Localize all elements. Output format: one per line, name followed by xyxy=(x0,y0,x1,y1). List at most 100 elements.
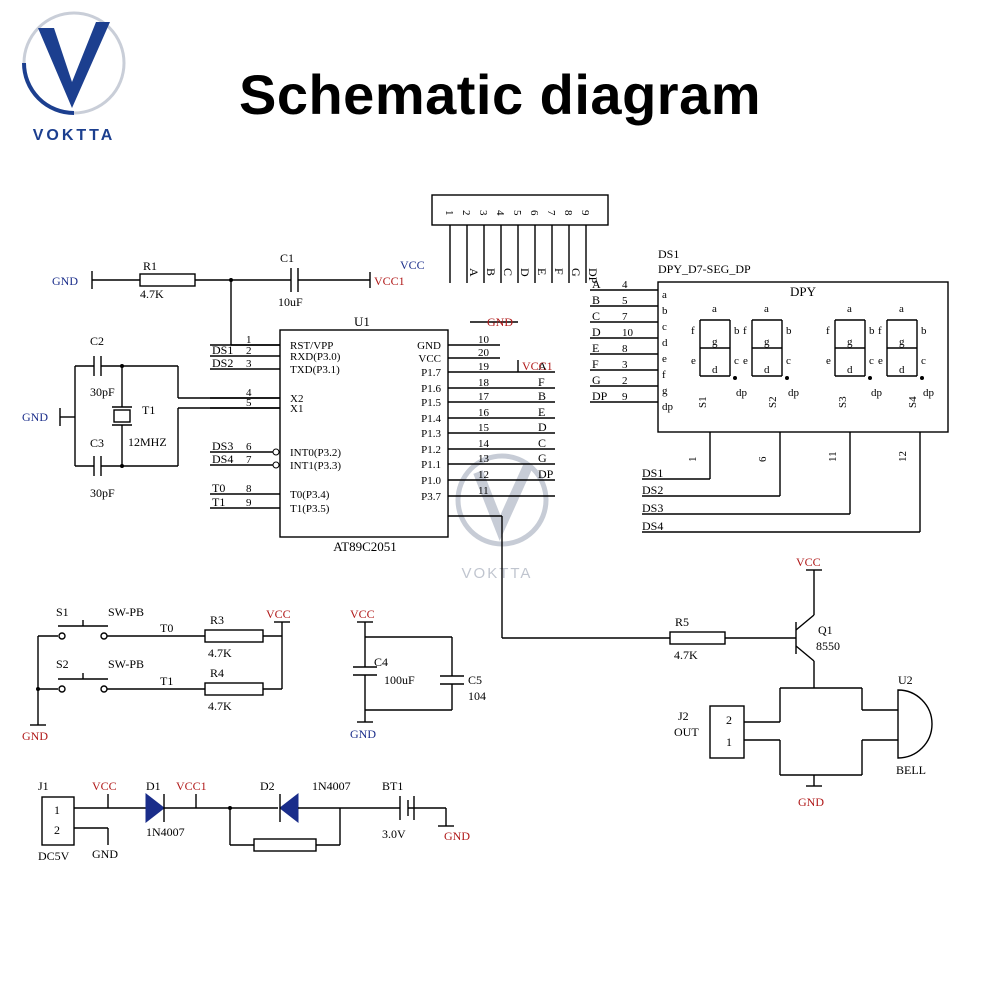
u1-pin-net: C xyxy=(538,436,546,450)
svg-text:g: g xyxy=(712,336,718,348)
s1-net: T0 xyxy=(160,621,173,635)
svg-text:c: c xyxy=(786,355,791,367)
c1-ref: C1 xyxy=(280,251,294,265)
ds1-pin-net: G xyxy=(592,373,601,387)
reset-circuit: GND R1 4.7K C1 10uF VCC1 xyxy=(52,251,405,346)
svg-text:b: b xyxy=(869,325,875,337)
ds1-sel-pin: 11 xyxy=(827,451,839,462)
svg-text:d: d xyxy=(847,364,853,376)
svg-text:g: g xyxy=(764,336,770,348)
j2-value: OUT xyxy=(674,725,699,739)
u1-pin-net: T1 xyxy=(212,495,225,509)
header-pin-net: E xyxy=(535,268,549,275)
u1-pin-num: 19 xyxy=(478,361,490,373)
svg-text:e: e xyxy=(878,355,883,367)
u1-pin-net: DP xyxy=(538,467,554,481)
ds1-part: DPY_D7-SEG_DP xyxy=(658,262,751,276)
u1-pin-num: 3 xyxy=(246,358,252,370)
ds1-sel-label: S4 xyxy=(907,396,919,408)
u1-pin-net: D xyxy=(538,420,547,434)
bt1-value: 3.0V xyxy=(382,827,406,841)
u1-pin-net: G xyxy=(538,451,547,465)
u1-pin-name: X2 xyxy=(290,393,303,405)
ds1-sel-label: S1 xyxy=(697,396,709,408)
decoupling-caps: VCC GND C4 100uF C5 104 xyxy=(350,607,486,741)
u1-pin-name: T1(P3.5) xyxy=(290,503,330,515)
svg-text:f: f xyxy=(743,325,747,337)
svg-text:c: c xyxy=(734,355,739,367)
svg-text:d: d xyxy=(899,364,905,376)
u1-pin-net: F xyxy=(538,375,545,389)
ds1-sel-label: S3 xyxy=(837,396,849,408)
header-pin-net: G xyxy=(569,268,583,277)
header-pin-num: 4 xyxy=(494,210,506,216)
ds1-pin-num: 10 xyxy=(622,327,634,339)
u1-pin-name: X1 xyxy=(290,403,303,415)
u1-pin-name: GND xyxy=(417,340,441,352)
j1-pin-2: 2 xyxy=(54,823,60,837)
gnd-u1: GND xyxy=(487,315,513,329)
s2-value: SW-PB xyxy=(108,657,144,671)
header-pin-num: 7 xyxy=(545,210,557,216)
t1-value: 12MHZ xyxy=(128,435,167,449)
ds1-pin-net: A xyxy=(592,277,601,291)
voktta-logo: VOKTTA xyxy=(22,11,126,144)
u1-pin-name: P1.3 xyxy=(421,428,441,440)
u1-pin-name: VCC xyxy=(418,353,441,365)
ds1-sel-pin: 1 xyxy=(687,457,699,463)
ds1-pin-num: 2 xyxy=(622,375,628,387)
u1-pin-bubble xyxy=(272,448,280,456)
u1-pin-name: P3.7 xyxy=(421,491,441,503)
brand-name: VOKTTA xyxy=(33,127,116,144)
u1-pin-num: 15 xyxy=(478,422,490,434)
vcc-j1: VCC xyxy=(92,779,117,793)
u1-pin-num: 12 xyxy=(478,469,489,481)
gnd-bell: GND xyxy=(798,795,824,809)
u1-pin-num: 2 xyxy=(246,345,252,357)
ds1-pin-seg: g xyxy=(662,385,668,397)
header-pin-net: D xyxy=(518,268,532,277)
q1-value: 8550 xyxy=(816,639,840,653)
s2-ref: S2 xyxy=(56,657,69,671)
j1-ref: J1 xyxy=(38,779,49,793)
c2-ref: C2 xyxy=(90,334,104,348)
u1-pin-name: T0(P3.4) xyxy=(290,489,330,501)
c3-ref: C3 xyxy=(90,436,104,450)
ds1-sel-net: DS3 xyxy=(642,501,663,515)
ds1-pin-num: 4 xyxy=(622,279,628,291)
u1-pin-net: B xyxy=(538,389,546,403)
svg-text:e: e xyxy=(691,355,696,367)
svg-text:f: f xyxy=(826,325,830,337)
ds1-sel-pin: 6 xyxy=(757,456,769,462)
power-supply: 1 2 J1 DC5V GND VCC D1 1N4007 VCC1 D2 1N… xyxy=(38,779,470,863)
u1-pin-name: P1.6 xyxy=(421,383,441,395)
u1-pin-bubble xyxy=(272,461,280,469)
gnd-bt1: GND xyxy=(444,829,470,843)
svg-text:b: b xyxy=(734,325,740,337)
ds1-pin-seg: d xyxy=(662,337,668,349)
j2-pin-1: 1 xyxy=(726,735,732,749)
header-pin-num: 3 xyxy=(477,210,489,216)
u1-pin-name: P1.2 xyxy=(421,444,441,456)
svg-text:f: f xyxy=(878,325,882,337)
r4 xyxy=(204,682,264,696)
svg-text:a: a xyxy=(764,303,769,315)
ds1-pin-seg: dp xyxy=(662,401,674,413)
ds1-pin-net: B xyxy=(592,293,600,307)
u1-pin-num: 17 xyxy=(478,391,490,403)
ds1-pin-seg: c xyxy=(662,321,667,333)
u1-pin-net: E xyxy=(538,405,545,419)
bell-circuit: GND U2 BELL 2 1 J2 OUT xyxy=(674,673,933,809)
r1 xyxy=(139,273,196,287)
r3 xyxy=(204,629,264,643)
svg-text:dp: dp xyxy=(788,387,800,399)
u1-pin-num: 7 xyxy=(246,454,252,466)
ds1-pin-net: C xyxy=(592,309,600,323)
u1-pin-num: 6 xyxy=(246,441,252,453)
header-pin-net: B xyxy=(484,268,498,276)
